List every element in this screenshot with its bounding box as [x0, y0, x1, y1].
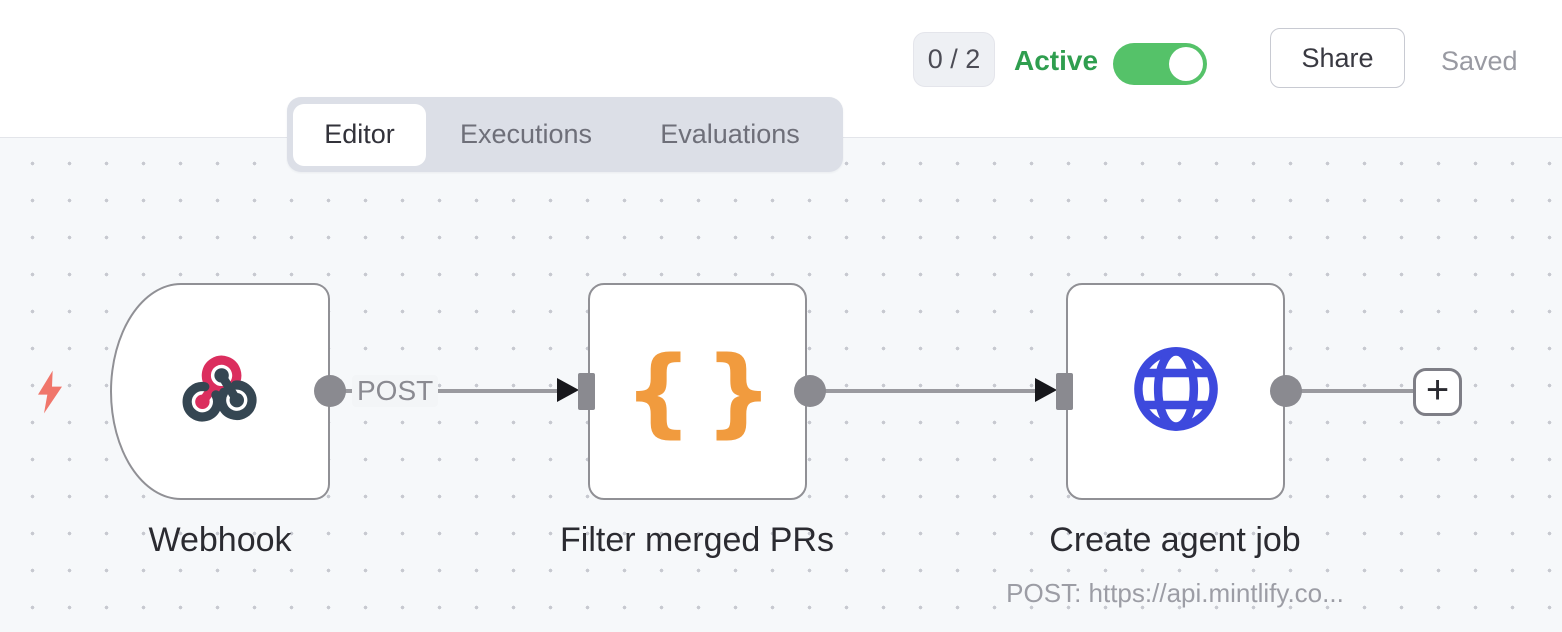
tab-evaluations[interactable]: Evaluations [660, 119, 800, 149]
active-label: Active [1014, 45, 1099, 76]
tab-executions[interactable]: Executions [459, 119, 593, 149]
input-port[interactable] [578, 373, 595, 410]
node-title: Webhook [148, 521, 292, 559]
share-button[interactable]: Share [1270, 28, 1405, 88]
connection-line [810, 389, 1040, 393]
view-tabs: Editor Executions Evaluations [287, 97, 843, 172]
connection-arrow-icon [1035, 378, 1057, 402]
saved-status: Saved [1441, 46, 1518, 76]
connection-arrow-icon [557, 378, 579, 402]
issues-count-badge[interactable]: 0 / 2 [913, 32, 995, 87]
node-filter-merged-prs[interactable]: {} [588, 283, 807, 500]
trigger-bolt-icon [34, 368, 66, 421]
output-port[interactable] [314, 375, 346, 407]
input-port[interactable] [1056, 373, 1073, 410]
webhook-icon [180, 349, 260, 434]
add-node-button[interactable]: + [1413, 368, 1462, 416]
tab-editor[interactable]: Editor [293, 103, 426, 166]
plus-icon: + [1425, 368, 1450, 412]
node-subtitle: POST: https://api.mintlify.co... [1006, 578, 1344, 608]
connection-line [1286, 389, 1413, 393]
connection-label: POST [352, 375, 439, 407]
code-braces-icon: {} [624, 335, 785, 448]
connection-line [330, 389, 563, 393]
globe-icon [1129, 342, 1223, 441]
workflow-canvas[interactable]: POST Webhoo [0, 138, 1562, 632]
output-port[interactable] [1270, 375, 1302, 407]
active-toggle[interactable] [1113, 43, 1207, 85]
node-create-agent-job[interactable] [1066, 283, 1285, 500]
output-port[interactable] [794, 375, 826, 407]
toggle-knob [1169, 47, 1203, 81]
node-title: Create agent job [1049, 521, 1301, 559]
node-title: Filter merged PRs [560, 521, 834, 559]
node-webhook[interactable] [110, 283, 330, 500]
